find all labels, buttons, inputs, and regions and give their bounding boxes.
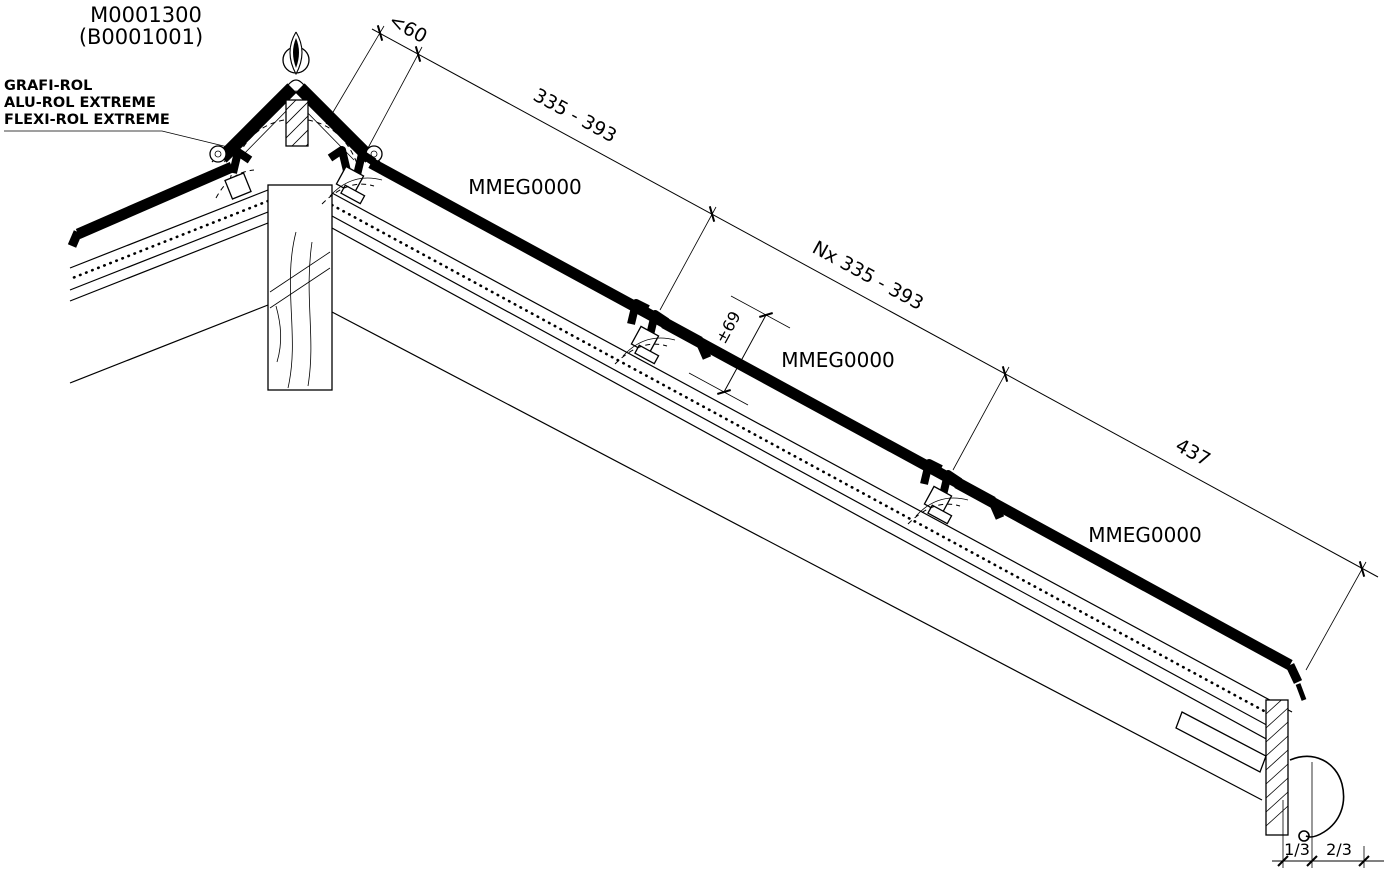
witness-line <box>952 366 1010 471</box>
witness-line <box>1305 561 1367 671</box>
tile-overlap-clip <box>920 459 943 485</box>
dim-batten-gauge-repeat: Nx 335 - 393 <box>809 237 927 315</box>
tile-label-2: MMEG0000 <box>781 348 895 372</box>
rafter-underside <box>331 311 1263 801</box>
counter-batten <box>927 504 953 525</box>
witness-line <box>659 206 717 311</box>
counter-batten <box>340 184 366 205</box>
tile-label-3: MMEG0000 <box>1088 523 1202 547</box>
tile-head-hook <box>939 470 963 496</box>
underlay-membrane <box>68 199 270 281</box>
ridge-course-clip-left <box>229 148 253 174</box>
witness-line <box>730 295 791 329</box>
dim-gutter-third: 1/3 <box>1284 840 1310 859</box>
ridge-scroll-left <box>209 145 227 163</box>
ridge-roll-label-1: GRAFI-ROL <box>4 78 92 94</box>
left-roof-deck <box>68 189 270 384</box>
ridge-roll-leader-line <box>4 130 237 150</box>
drawing-alt-number: (B0001001) <box>79 25 203 49</box>
gutter-bracket <box>1289 755 1345 842</box>
right-roof-deck <box>330 192 1293 801</box>
ridge-roll-label-2: ALU-ROL EXTREME <box>4 95 156 111</box>
slope-dimension-chain: <60 335 - 393 Nx 335 - 393 437 <box>325 9 1379 671</box>
counter-batten <box>634 344 660 365</box>
tile-label-1: MMEG0000 <box>468 175 582 199</box>
tile-batten <box>224 172 252 200</box>
dim-ridge-offset: <60 <box>385 9 431 48</box>
ridge-batten-section <box>285 99 309 147</box>
ridge-cap <box>209 31 383 181</box>
witness-line <box>367 46 423 149</box>
left-eave-tile <box>67 161 255 248</box>
eaves-tilt-board <box>1175 711 1267 773</box>
tile-overlap-clip <box>627 299 650 325</box>
witness-line <box>325 25 385 125</box>
ridge-course-clip-right <box>327 146 351 172</box>
fascia-board <box>1265 699 1289 836</box>
dim-batten-gauge: 335 - 393 <box>529 84 620 147</box>
witness-line <box>688 372 749 406</box>
gutter-dimension: 1/3 2/3 <box>1272 762 1384 868</box>
dim-headlap: ±69 <box>712 308 745 347</box>
rafter-underside <box>69 304 269 384</box>
labels: M0001300 (B0001001) GRAFI-ROL ALU-ROL EX… <box>4 3 1202 547</box>
underlay-membrane <box>330 203 1290 726</box>
tile-head-hook <box>646 310 670 336</box>
roof-tile-2 <box>614 299 1005 520</box>
eaves-assembly <box>1175 699 1345 842</box>
roof-tile-3 <box>907 459 1307 701</box>
drawing-number: M0001300 <box>90 3 202 27</box>
ridge-board <box>267 184 333 391</box>
ridge-roll-label-3: FLEXI-ROL EXTREME <box>4 112 170 128</box>
tile-head-hook <box>353 150 377 176</box>
dim-eaves-course: 437 <box>1172 434 1214 471</box>
dim-gutter-two-thirds: 2/3 <box>1326 840 1352 859</box>
